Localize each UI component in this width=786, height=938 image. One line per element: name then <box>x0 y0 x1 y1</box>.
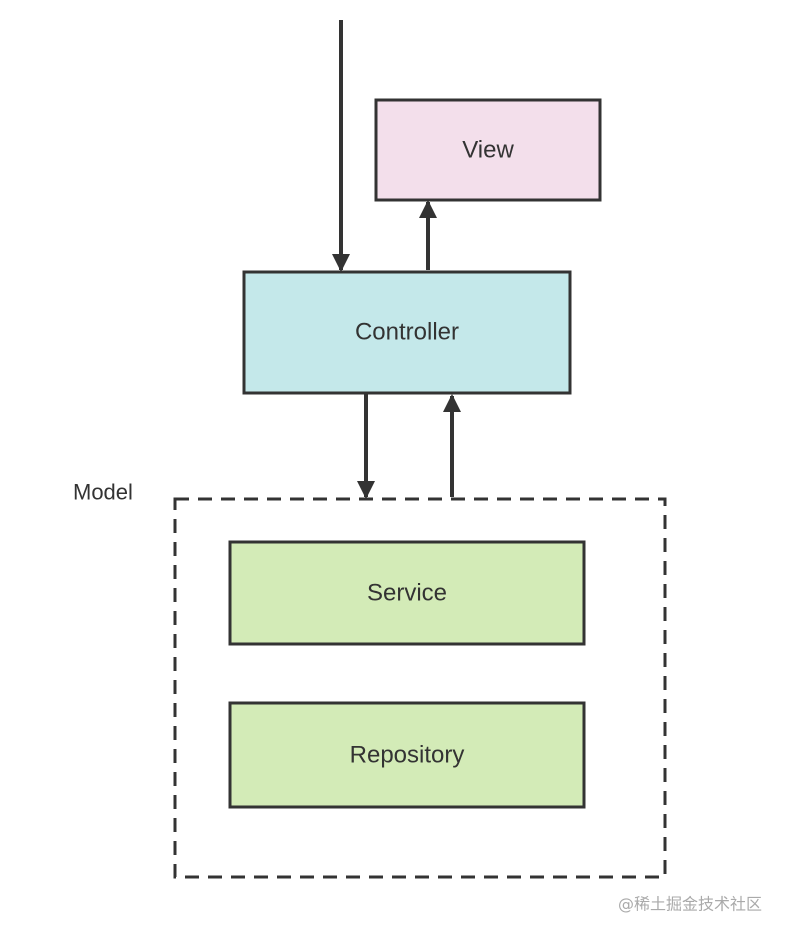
watermark-text: @稀土掘金技术社区 <box>618 895 762 914</box>
model-group-boundary <box>173 497 667 879</box>
view-label: View <box>462 137 514 164</box>
controller-node: Controller <box>242 270 572 395</box>
service-box <box>228 540 586 646</box>
controller-box <box>242 270 572 395</box>
repository-box <box>228 701 586 809</box>
service-label: Service <box>367 580 447 607</box>
repository-node: Repository <box>228 701 586 809</box>
model-group-label: Model <box>73 480 133 505</box>
repository-label: Repository <box>350 742 465 769</box>
service-node: Service <box>228 540 586 646</box>
view-box <box>374 98 602 202</box>
view-node: View <box>374 98 602 202</box>
controller-label: Controller <box>355 319 459 346</box>
